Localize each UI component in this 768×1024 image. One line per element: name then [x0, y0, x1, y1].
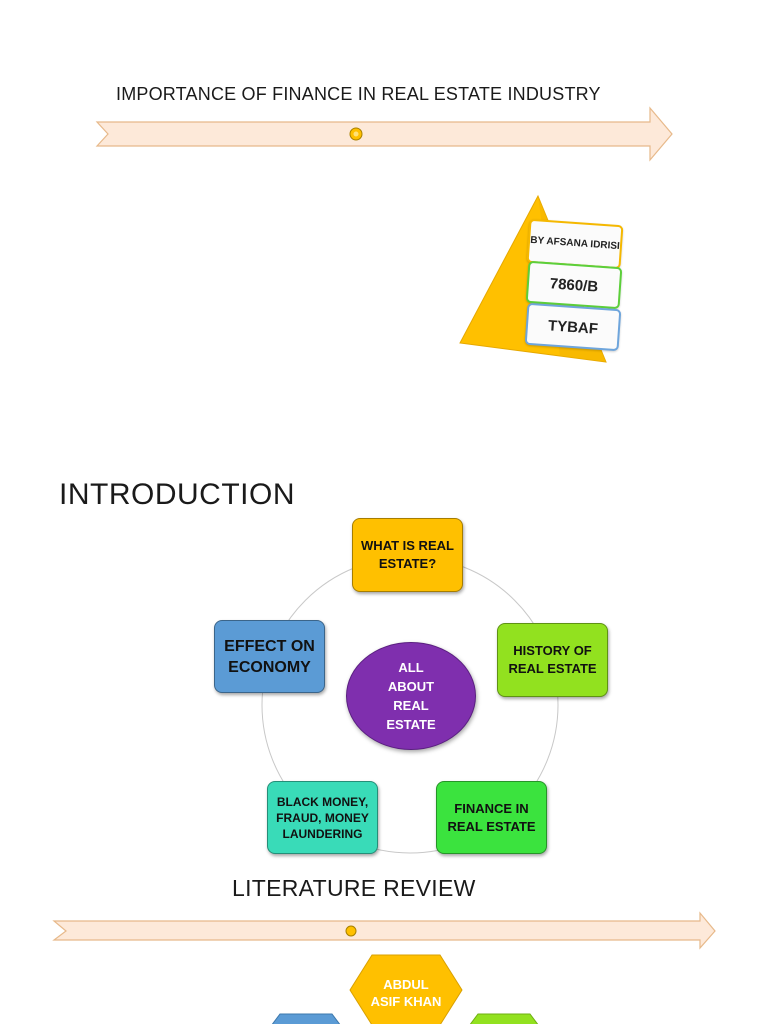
hexagon-right [469, 1013, 539, 1024]
literature-review-title: LITERATURE REVIEW [232, 875, 476, 901]
node-black-money: BLACK MONEY, FRAUD, MONEY LAUNDERING [267, 781, 378, 854]
timeline-dot-bottom [345, 925, 357, 937]
node-what-is-real-estate: WHAT IS REAL ESTATE? [352, 518, 463, 592]
hexagon-center-label: ABDUL ASIF KHAN [370, 977, 442, 1009]
hexagon-center [349, 954, 463, 1024]
node-finance-in-real-estate: FINANCE IN REAL ESTATE [436, 781, 547, 854]
center-node-all-about-real-estate: ALL ABOUT REAL ESTATE [346, 642, 476, 750]
node-effect-on-economy: EFFECT ON ECONOMY [214, 620, 325, 693]
slide-title: IMPORTANCE OF FINANCE IN REAL ESTATE IND… [116, 84, 601, 104]
card-class: TYBAF [524, 302, 622, 352]
timeline-arrow-top [95, 106, 673, 162]
hexagon-left [271, 1013, 341, 1024]
introduction-title: INTRODUCTION [59, 478, 295, 511]
node-history-of-real-estate: HISTORY OF REAL ESTATE [497, 623, 608, 697]
card-roll-number: 7860/B [525, 260, 623, 310]
timeline-arrow-bottom [52, 911, 716, 950]
